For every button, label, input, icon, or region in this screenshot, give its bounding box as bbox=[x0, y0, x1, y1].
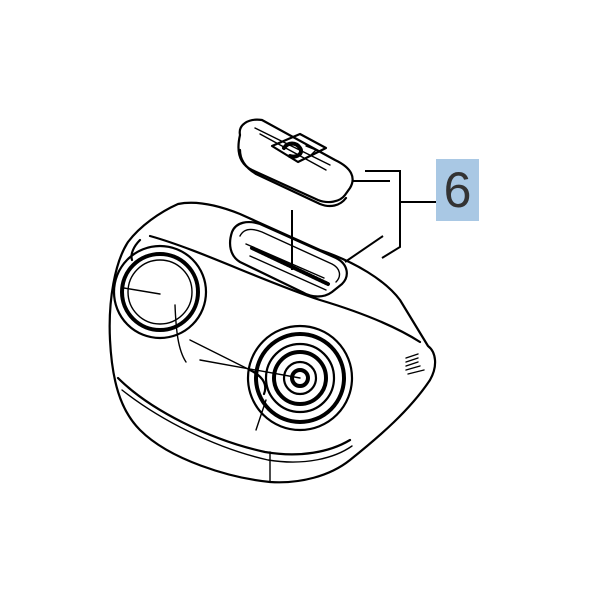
cap-part bbox=[237, 118, 354, 208]
left-round-port bbox=[112, 238, 208, 340]
front-dial bbox=[199, 324, 354, 432]
callout-box bbox=[436, 159, 479, 221]
vent-marks bbox=[405, 353, 425, 375]
callout-leader-lines bbox=[291, 170, 436, 270]
connector-slot bbox=[229, 221, 348, 298]
housing-part bbox=[108, 201, 437, 484]
callout-number-6: 6 bbox=[443, 162, 472, 218]
